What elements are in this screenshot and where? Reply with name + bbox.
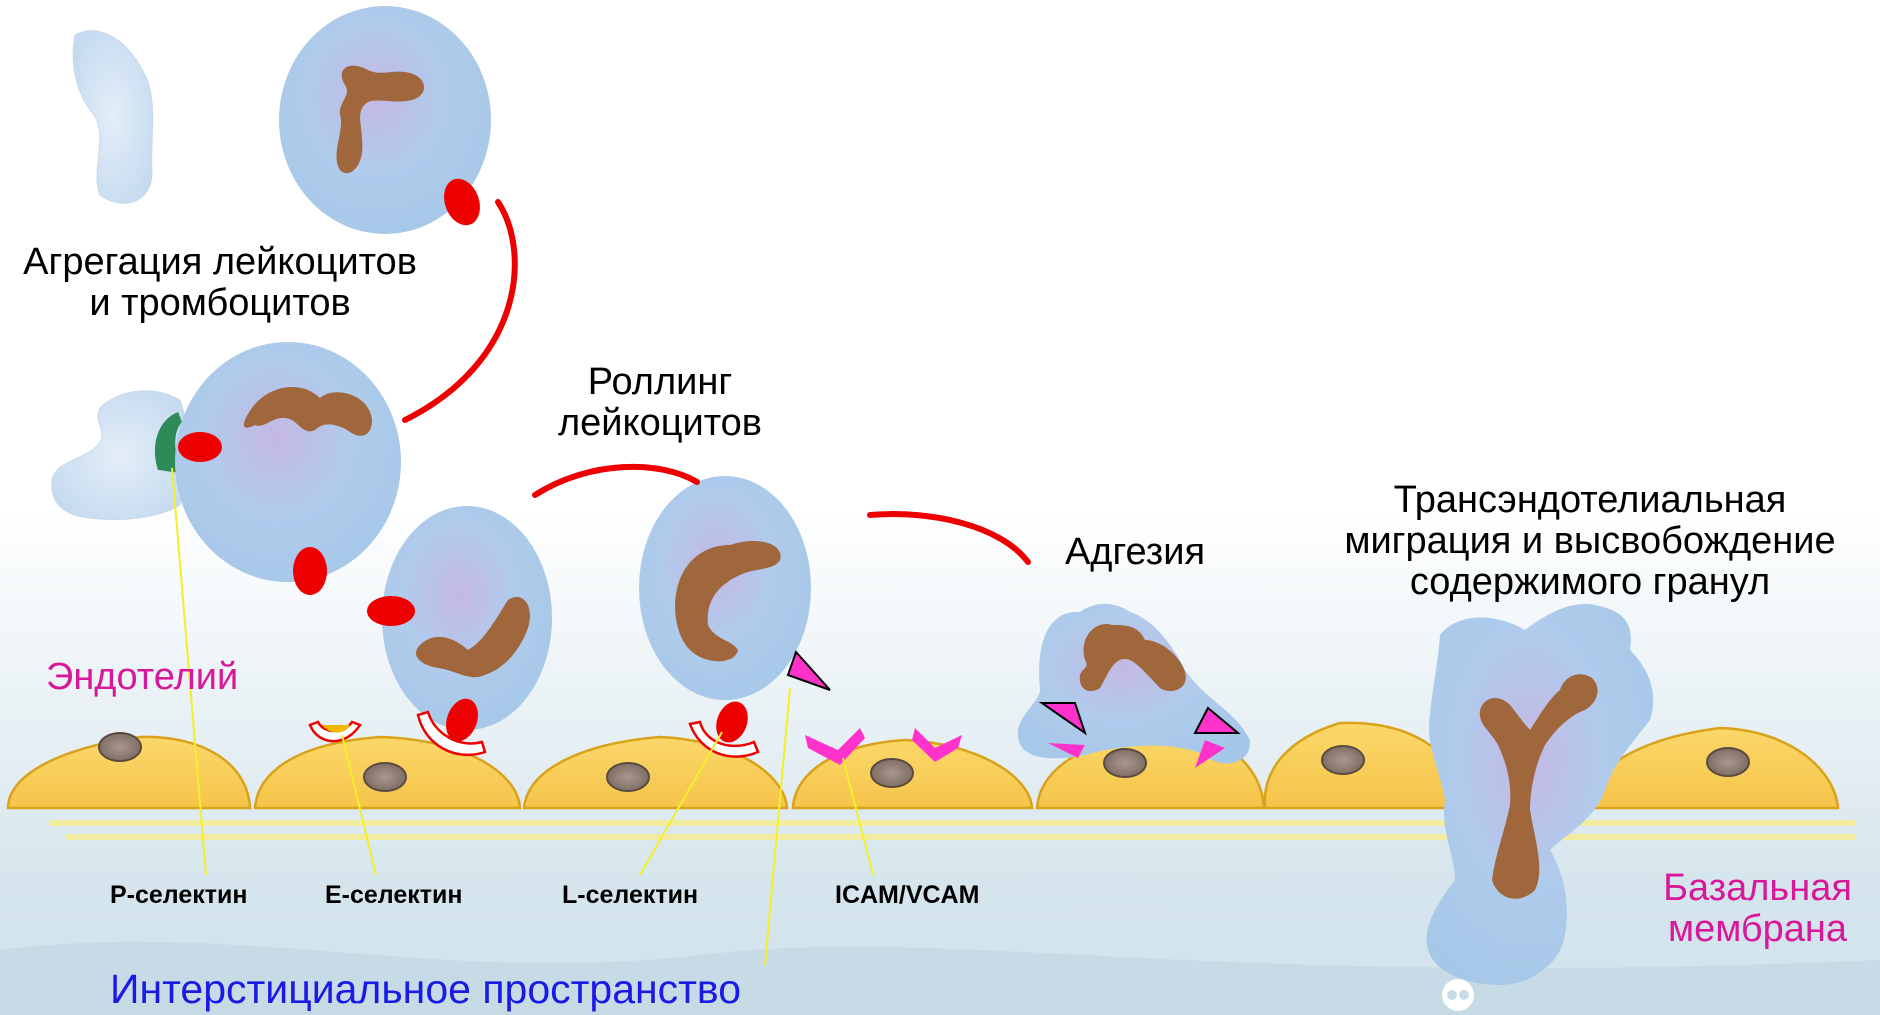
endothelial-nucleus [364, 763, 406, 791]
basement-membrane-label: Базальная мембрана [1640, 868, 1875, 950]
rolling-label: Роллинг лейкоцитов [530, 362, 790, 444]
aggregation-label: Агрегация лейкоцитов и тромбоцитов [0, 242, 440, 324]
leukocyte-aggregating [175, 342, 401, 582]
endothelial-nucleus [871, 759, 913, 787]
selectin-ligand [367, 596, 415, 626]
endothelial-nucleus [1322, 746, 1364, 774]
endothelial-nucleus [99, 733, 141, 761]
e-selectin-label: E-селектин [325, 882, 463, 909]
interstitial-space-label: Интерстициальное пространство [110, 967, 741, 1011]
endothelial-nucleus [607, 763, 649, 791]
endothelial-nucleus [1104, 749, 1146, 777]
selectin-ligand [293, 547, 327, 595]
icam-vcam-label: ICAM/VCAM [835, 882, 979, 909]
p-selectin-label: P-селектин [110, 882, 248, 909]
adhesion-label: Адгезия [1040, 532, 1230, 573]
selectin-ligand [178, 432, 222, 462]
leukocyte-rolling-2 [639, 476, 811, 700]
decoration-dot [1447, 990, 1457, 1000]
decoration-dot [1459, 990, 1469, 1000]
endothelial-nucleus [1707, 748, 1749, 776]
decoration-dot [1442, 979, 1474, 1011]
l-selectin-label: L-селектин [562, 882, 698, 909]
endothelium-label: Эндотелий [46, 657, 238, 698]
migration-label: Трансэндотелиальная миграция и высвобожд… [1300, 480, 1880, 603]
